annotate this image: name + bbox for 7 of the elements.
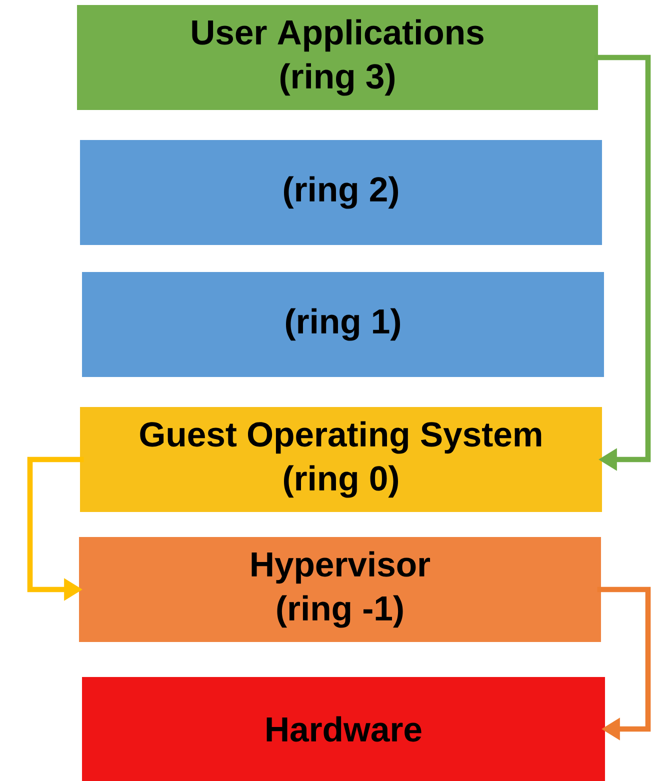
arrow — [597, 586, 651, 740]
layer-box: (ring 1) — [82, 272, 604, 377]
layer-box: (ring 2) — [80, 140, 602, 245]
layer-box: Guest Operating System (ring 0) — [80, 407, 602, 512]
layer-box: Hardware — [82, 677, 605, 781]
layer-box: Hypervisor (ring -1) — [79, 537, 601, 642]
layer-box: User Applications (ring 3) — [77, 5, 598, 110]
